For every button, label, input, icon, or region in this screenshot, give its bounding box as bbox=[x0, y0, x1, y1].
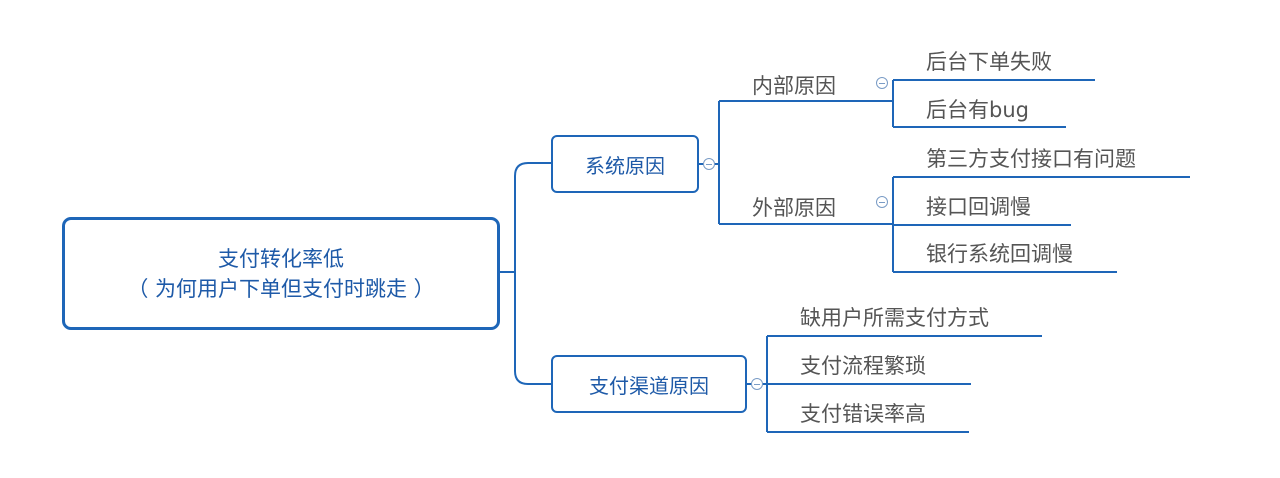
subtopic-internal-reasons[interactable]: 内部原因 bbox=[752, 74, 836, 98]
topic-system-reasons-label: 系统原因 bbox=[585, 153, 665, 178]
topic-channel-reasons-label: 支付渠道原因 bbox=[589, 373, 709, 398]
collapse-icon[interactable] bbox=[703, 158, 715, 170]
collapse-icon[interactable] bbox=[876, 196, 888, 208]
leaf-topic[interactable]: 银行系统回调慢 bbox=[926, 242, 1073, 266]
subtopic-external-reasons[interactable]: 外部原因 bbox=[752, 196, 836, 220]
leaf-topic[interactable]: 支付错误率高 bbox=[800, 402, 926, 426]
topic-channel-reasons[interactable]: 支付渠道原因 bbox=[551, 355, 747, 413]
root-topic[interactable]: 支付转化率低 （ 为何用户下单但支付时跳走 ） bbox=[62, 217, 500, 330]
collapse-icon[interactable] bbox=[751, 378, 763, 390]
leaf-topic[interactable]: 接口回调慢 bbox=[926, 195, 1031, 219]
leaf-topic[interactable]: 第三方支付接口有问题 bbox=[926, 147, 1136, 171]
root-subtitle: （ 为何用户下单但支付时跳走 ） bbox=[127, 276, 435, 301]
leaf-topic[interactable]: 后台下单失败 bbox=[926, 50, 1052, 74]
collapse-icon[interactable] bbox=[876, 77, 888, 89]
root-title: 支付转化率低 bbox=[218, 246, 344, 271]
leaf-topic[interactable]: 后台有bug bbox=[926, 98, 1029, 122]
leaf-topic[interactable]: 支付流程繁琐 bbox=[800, 354, 926, 378]
topic-system-reasons[interactable]: 系统原因 bbox=[551, 135, 699, 193]
leaf-topic[interactable]: 缺用户所需支付方式 bbox=[800, 306, 989, 330]
